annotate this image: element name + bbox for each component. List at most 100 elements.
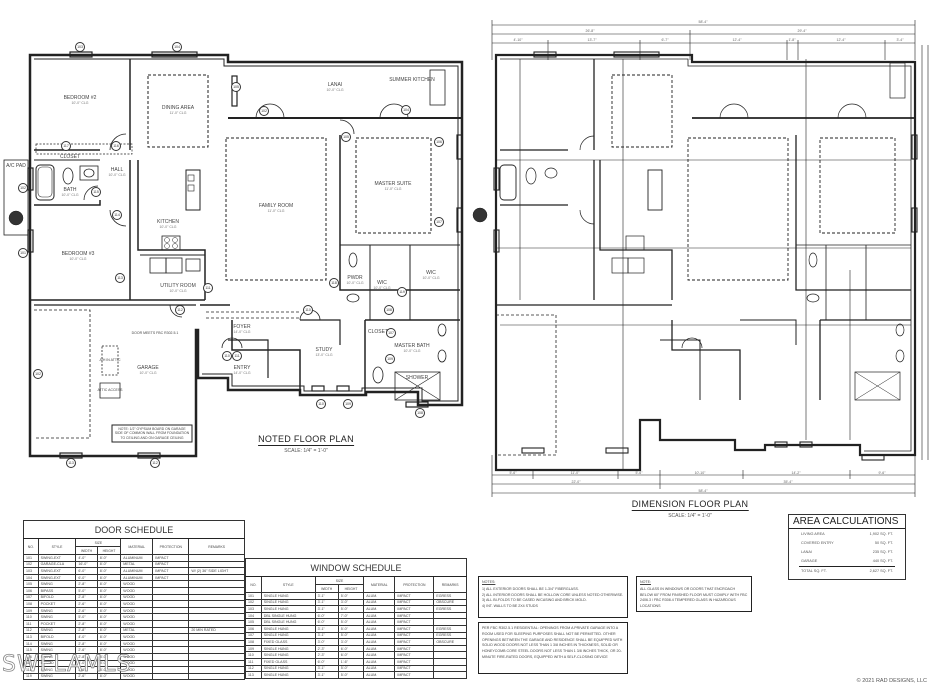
garage-gypsum-note: NOTE: 1/2" GYPSUM BOARD ON GARAGE SIDE O… [114, 427, 190, 440]
tag-106: 106 [434, 137, 444, 147]
dim-bot-mid-1: 22'-0" [571, 480, 581, 484]
tag-102g: 102 [33, 369, 43, 379]
attic-access-label: ATTIC ACCESS [97, 387, 123, 392]
tag-113w: 113 [66, 458, 76, 468]
tag-109w: 109 [343, 399, 353, 409]
dim-bot-fine-1: 5'-6" [509, 471, 517, 475]
ah-label: A/H IN ATTIC [99, 357, 121, 362]
tag-113: 113 [115, 273, 125, 283]
tag-102: 102 [259, 106, 269, 116]
tag-101: 101 [18, 248, 28, 258]
tag-102w: 102 [18, 183, 28, 193]
tag-103: 103 [75, 42, 85, 52]
tag-105b: 105 [341, 132, 351, 142]
dim-bot-fine-6: 9'-6" [878, 471, 886, 475]
tag-105: 105 [231, 82, 241, 92]
tag-110b: 110 [303, 305, 313, 315]
ac-pad-label: A/C PAD [6, 163, 26, 169]
dim-top-fine-5: 1'-8" [788, 38, 796, 42]
window-schedule-title: WINDOW SCHEDULE [245, 558, 467, 577]
dim-top-fine-3: 6'-7" [661, 38, 669, 42]
tag-112: 112 [175, 305, 185, 315]
dim-top-fine-1: 4'-10" [513, 38, 523, 42]
tag-115: 115 [91, 187, 101, 197]
closet-label-master: CLOSET [367, 329, 389, 335]
door-schedule-title: DOOR SCHEDULE [23, 520, 245, 539]
tag-107: 107 [434, 217, 444, 227]
dim-bot-fine-3: 5'-6" [635, 471, 643, 475]
door-schedule-table: DOOR SCHEDULE NO. STYLE SIZE MATERIAL PR… [23, 520, 245, 681]
tag-104b: 104 [401, 105, 411, 115]
tag-107b: 107 [386, 328, 396, 338]
dim-bot-fine-4: 10'-10" [694, 471, 706, 475]
tag-109: 109 [385, 354, 395, 364]
tag-119: 119 [397, 287, 407, 297]
copyright-text: © 2021 RAD DESIGNS, LLC [856, 678, 927, 684]
area-calculations-title: AREA CALCULATIONS [789, 515, 905, 529]
tag-118: 118 [329, 278, 339, 288]
dim-top-fine-2: 13'-7" [587, 38, 597, 42]
dim-top-mid-1: 26'-8" [585, 29, 595, 33]
closet-label: CLOSET [59, 154, 81, 160]
garage-code-note-box: PER FBC R302.5.1 RESIDENTIAL: OPENINGS F… [478, 622, 628, 674]
dim-top-mid-2: 29'-4" [797, 29, 807, 33]
dim-bot-fine-2: 11'-0" [570, 471, 580, 475]
noted-plan-title: NOTED FLOOR PLAN SCALE: 1/4" = 1'-0" [258, 434, 354, 454]
area-row-total: TOTAL SQ. FT.2,627 SQ. FT. [799, 565, 895, 575]
dim-top-overall: 58'-4" [698, 20, 708, 24]
tag-108w: 108 [415, 408, 425, 418]
dim-top-fine-4: 12'-4" [732, 38, 742, 42]
tag-116: 116 [111, 141, 121, 151]
tag-117: 117 [61, 141, 71, 151]
tag-110: 110 [222, 351, 232, 361]
dimension-plan-title: DIMENSION FLOOR PLAN SCALE: 1/4" = 1'-0" [631, 499, 749, 519]
dim-top-fine-6: 12'-4" [836, 38, 846, 42]
shower-label: SHOWER [405, 375, 429, 381]
dim-bot-mid-2: 35'-4" [783, 480, 793, 484]
watermark-logo: SWFLAMLS [2, 652, 132, 678]
